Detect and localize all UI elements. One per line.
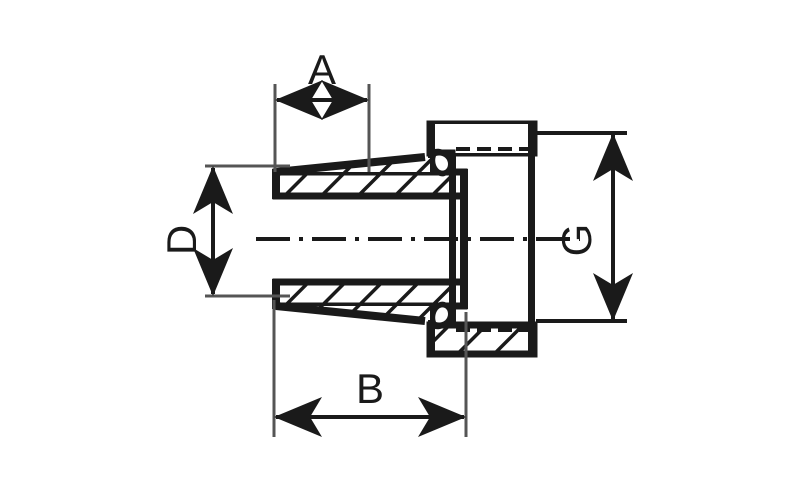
- bore-line-lower: [276, 279, 466, 285]
- dimension-d-label: D: [158, 225, 205, 255]
- dimension-b: B: [272, 300, 468, 437]
- part-geometry: [272, 120, 538, 358]
- dimension-a: A: [273, 46, 371, 172]
- nut-outer-right-line: [528, 124, 535, 356]
- seal-bead-upper: [431, 148, 453, 177]
- barrel-right-face: [460, 169, 468, 309]
- dimension-g: G: [536, 131, 633, 323]
- barrel-left-face-upper: [272, 169, 280, 199]
- dimension-a-label: A: [308, 46, 336, 93]
- bore-line-upper: [276, 193, 466, 199]
- nozzle-barrel-lower-wall: [272, 278, 468, 310]
- dimension-b-label: B: [356, 365, 384, 412]
- dimension-d: D: [158, 164, 290, 298]
- barrel-left-face-lower: [272, 279, 280, 309]
- seal-bead-lower: [431, 301, 453, 330]
- nozzle-barrel-upper-wall: [272, 168, 468, 200]
- dimension-g-label: G: [553, 224, 600, 257]
- nozzle-taper-lower: [275, 302, 430, 325]
- nut-thread-relief-lines: [456, 147, 528, 332]
- nozzle-taper-upper: [275, 153, 430, 176]
